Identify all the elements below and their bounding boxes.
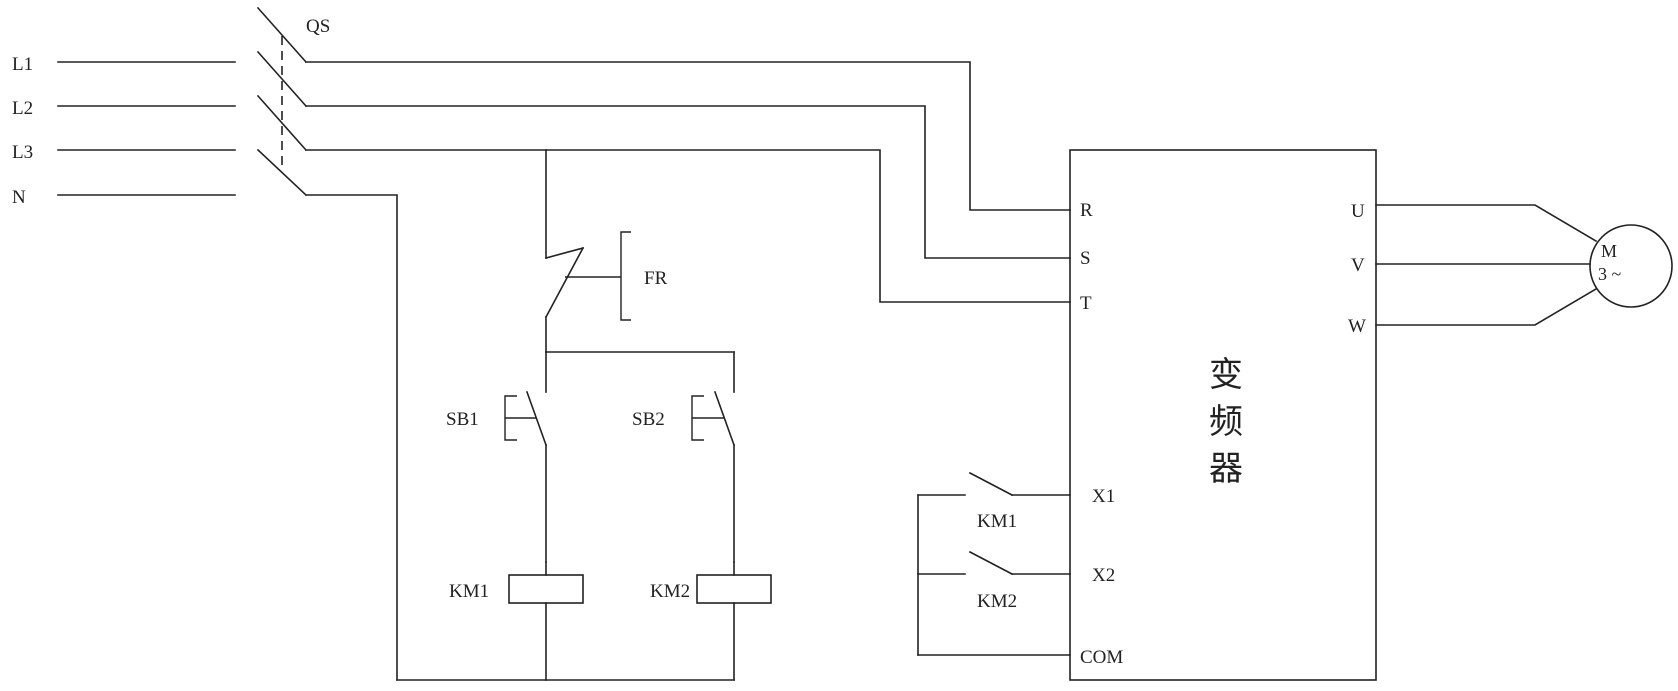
motor-label-phase: 3 ~ — [1598, 264, 1622, 284]
inverter-title-char-1: 变 — [1209, 355, 1243, 395]
label-l1: L1 — [12, 54, 33, 75]
label-sb2: SB2 — [632, 409, 665, 430]
terminal-com: COM — [1080, 647, 1123, 668]
inverter-title-char-3: 器 — [1209, 449, 1243, 489]
terminal-x1: X1 — [1092, 486, 1115, 507]
terminal-w: W — [1348, 316, 1366, 337]
control-circuit — [396, 149, 772, 681]
label-n: N — [12, 187, 26, 208]
main-switch-qs — [256, 6, 308, 197]
label-l3: L3 — [12, 142, 33, 163]
label-km1-coil: KM1 — [449, 581, 489, 602]
inverter-box — [1069, 149, 1377, 681]
terminal-u: U — [1351, 201, 1365, 222]
motor-label-m: M — [1601, 241, 1617, 261]
label-km1-contact: KM1 — [977, 511, 1017, 532]
label-fr: FR — [644, 268, 668, 289]
incoming-lines — [57, 61, 236, 196]
label-km2-contact: KM2 — [977, 591, 1017, 612]
label-l2: L2 — [12, 98, 33, 119]
terminal-v: V — [1351, 255, 1365, 276]
inverter-input-contacts — [917, 471, 1071, 656]
inverter-title-char-2: 频 — [1209, 402, 1243, 442]
terminal-t: T — [1080, 293, 1092, 314]
power-wiring — [305, 61, 1071, 681]
label-qs: QS — [306, 16, 330, 37]
terminal-x2: X2 — [1092, 565, 1115, 586]
terminal-r: R — [1080, 200, 1093, 221]
label-km2-coil: KM2 — [650, 581, 690, 602]
motor-symbol — [1589, 224, 1673, 308]
label-sb1: SB1 — [446, 409, 479, 430]
output-wiring — [1375, 204, 1598, 326]
terminal-s: S — [1080, 248, 1091, 269]
